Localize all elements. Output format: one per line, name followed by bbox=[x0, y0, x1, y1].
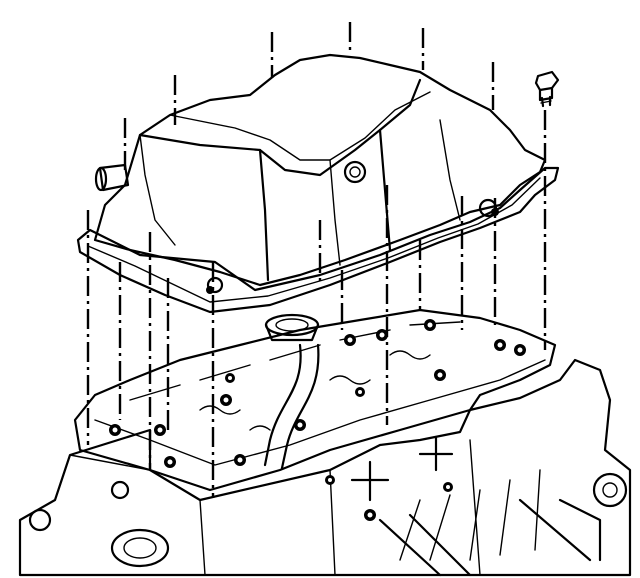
engine-block bbox=[18, 358, 632, 577]
filler-boss bbox=[343, 160, 367, 184]
cylinder-head bbox=[73, 308, 557, 492]
block-cross-mark bbox=[350, 460, 390, 502]
breather-tube bbox=[263, 343, 302, 467]
alignment-lines bbox=[86, 22, 547, 498]
head-bolts bbox=[109, 319, 526, 485]
bolt bbox=[534, 70, 560, 108]
valve-cover bbox=[93, 53, 547, 294]
block-port bbox=[110, 528, 170, 568]
block-cross-mark bbox=[418, 436, 454, 472]
breather-nipple bbox=[98, 163, 130, 192]
